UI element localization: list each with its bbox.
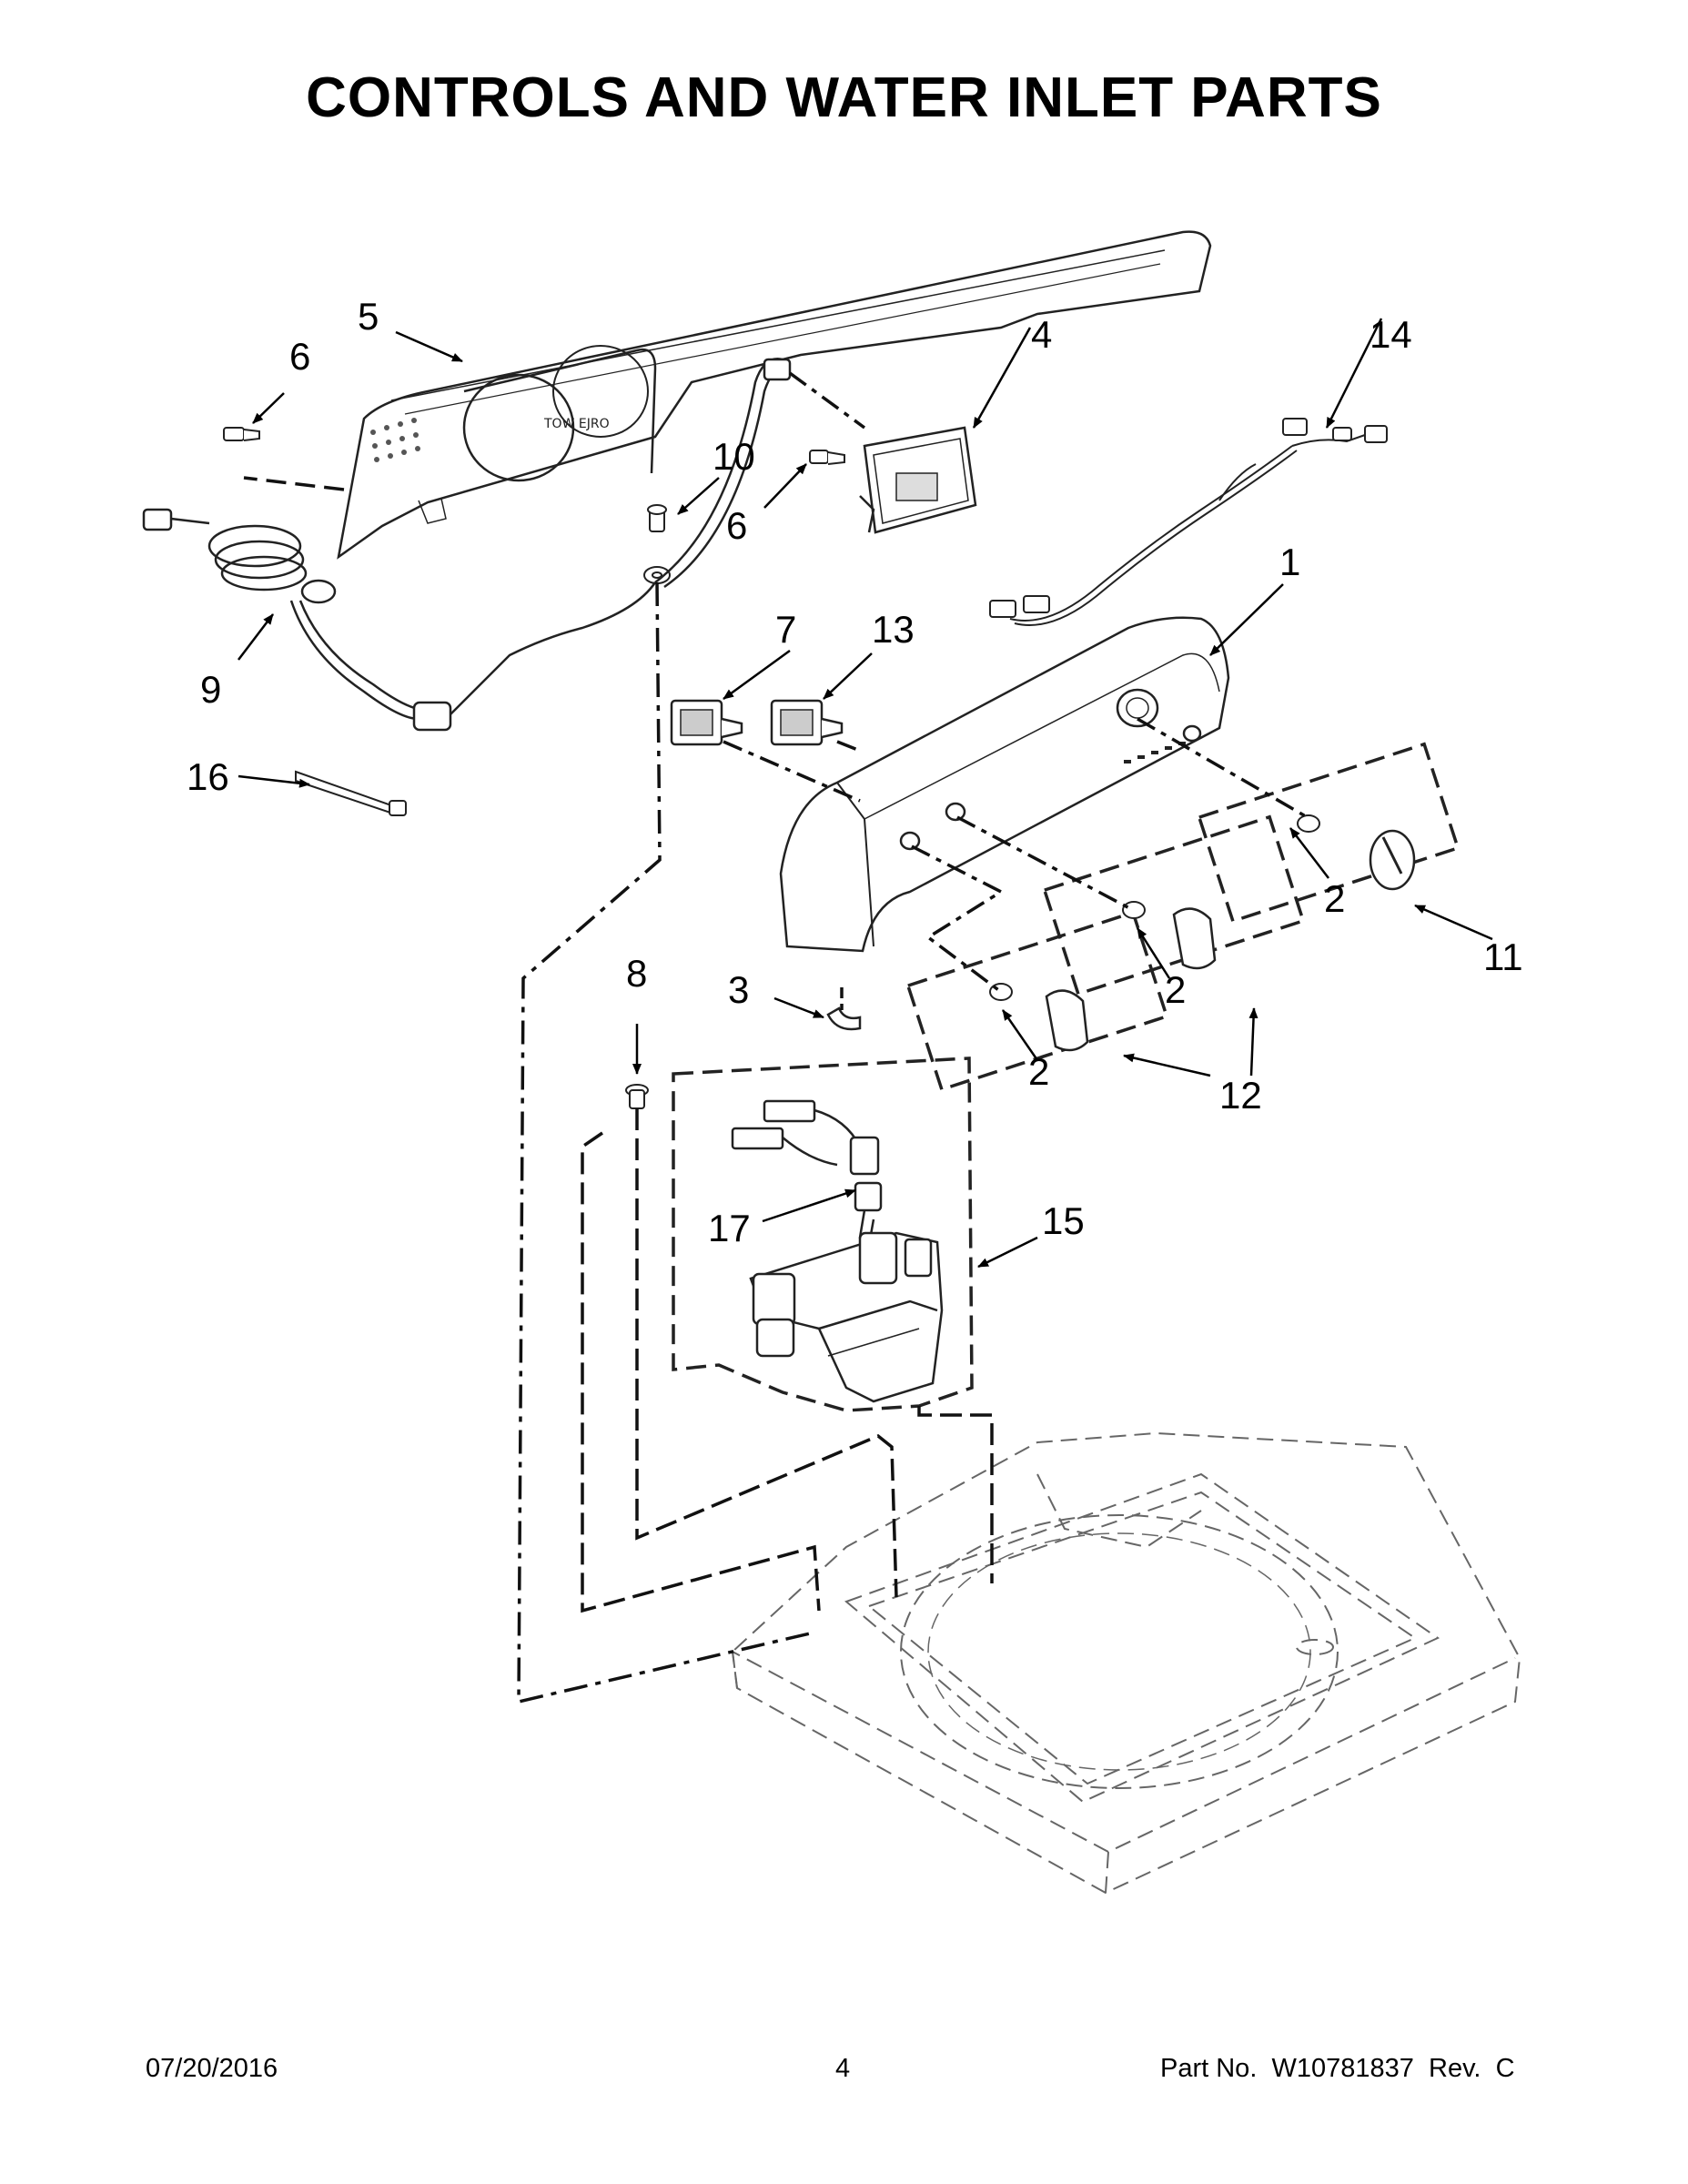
control-board-part [859,426,977,534]
callout-6: 6 [289,335,310,378]
callout-17: 17 [708,1207,751,1249]
callout-2: 2 [1165,968,1186,1011]
footer-part-number: Part No. W10781837 Rev. C [1160,2054,1515,2083]
ground-screw-part [643,504,671,584]
switch-part [670,699,743,746]
callout-2: 2 [1324,877,1345,920]
callout-14: 14 [1370,313,1412,356]
connection-lines [243,371,1311,1704]
power-cord-part [142,358,792,732]
clip-part [826,1006,862,1031]
callout-7: 7 [775,608,796,651]
callout-10: 10 [713,435,755,478]
knob-assembly-11 [1197,742,1461,924]
callout-1: 1 [1279,541,1300,583]
callout-3: 3 [728,968,749,1011]
callout-9: 9 [200,668,221,711]
callout-15: 15 [1042,1199,1085,1242]
lid-switch-part [770,699,844,746]
knob-assembly-12 [905,814,1306,1092]
callout-12: 12 [1219,1074,1262,1117]
valve-screw-part [625,1084,649,1109]
callout-8: 8 [626,952,647,995]
screw-part-left [223,427,260,441]
callout-16: 16 [187,755,229,798]
callout-4: 4 [1031,313,1052,356]
screw-part-right [809,450,845,465]
callout-11: 11 [1483,935,1523,978]
svg-text:TOW EJRO: TOW EJRO [543,417,610,431]
cable-tie-part [295,770,407,816]
callout-6: 6 [726,504,747,547]
console-back-panel-part: TOW EJRO [337,230,1212,560]
page-title: CONTROLS AND WATER INLET PARTS [306,66,1382,129]
cabinet-top [731,1431,1521,1895]
wire-harness-part [989,418,1388,626]
footer-date: 07/20/2016 [146,2054,278,2083]
console-part [779,616,1230,953]
footer-page-number: 4 [835,2054,851,2083]
callout-labels: 1 2 2 2 3 4 5 6 6 7 8 9 10 11 12 13 14 1… [187,295,1523,1249]
water-valve-assembly-15 [672,1057,974,1412]
callout-13: 13 [872,608,915,651]
callout-5: 5 [358,295,379,338]
callout-2: 2 [1028,1050,1049,1093]
leader-arrows [238,318,1493,1269]
